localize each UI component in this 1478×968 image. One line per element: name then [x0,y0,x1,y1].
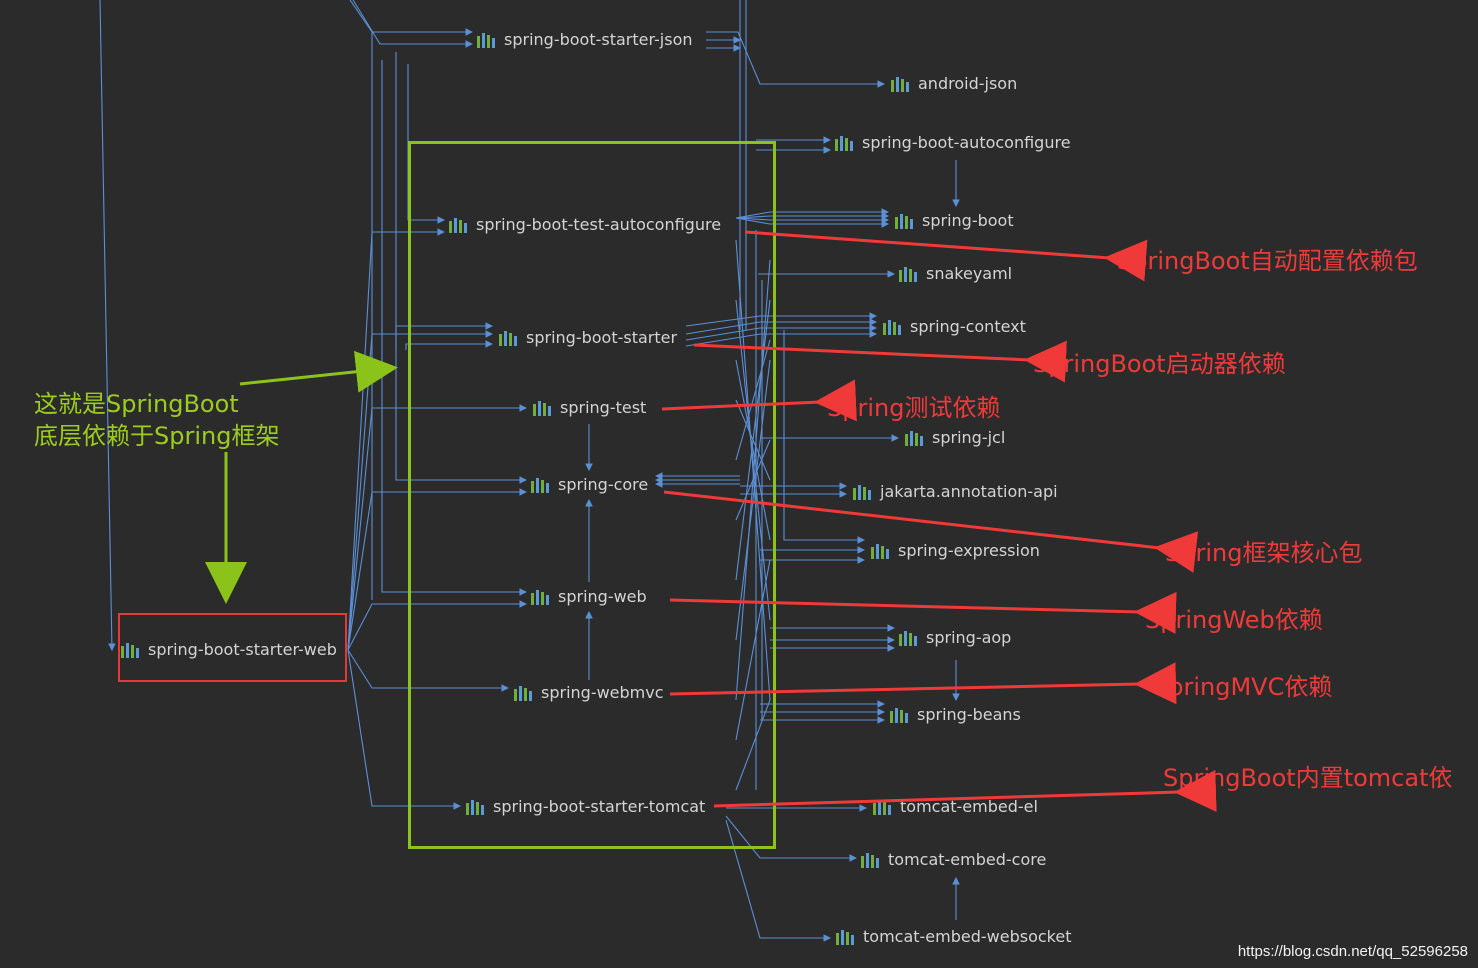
node-spring-web[interactable]: spring-web [530,587,647,606]
maven-library-icon [530,477,552,493]
node-spring-webmvc[interactable]: spring-webmvc [513,683,664,702]
maven-library-icon [834,135,856,151]
node-label: spring-beans [917,705,1021,724]
maven-library-icon [852,484,874,500]
spring-framework-highlight-box [408,141,776,849]
maven-library-icon [870,543,892,559]
arrow-mvc [669,662,1177,705]
maven-library-icon [898,630,920,646]
node-android-json[interactable]: android-json [890,74,1017,93]
node-spring-boot-starter-web[interactable]: spring-boot-starter-web [120,640,337,659]
arrow-starter [693,340,1067,383]
node-label: jakarta.annotation-api [880,482,1058,501]
node-snakeyaml[interactable]: snakeyaml [898,264,1012,283]
node-label: tomcat-embed-core [888,850,1047,869]
watermark: https://blog.csdn.net/qq_52596258 [1237,943,1468,960]
node-tomcat-embed-core[interactable]: tomcat-embed-core [860,850,1046,869]
node-label: spring-jcl [932,428,1006,447]
node-label: spring-boot-test-autoconfigure [476,215,722,234]
node-label: spring-boot-starter-tomcat [493,797,706,816]
annotation-autoconfigure: SpringBoot自动配置依赖包 [1117,247,1418,275]
node-label: spring-boot-autoconfigure [862,133,1071,152]
maven-library-icon [465,799,487,815]
maven-library-icon [532,400,554,416]
node-label: spring-web [558,587,647,606]
node-label: tomcat-embed-websocket [863,927,1072,946]
maven-library-icon [498,330,520,346]
node-spring-boot-starter-json[interactable]: spring-boot-starter-json [476,30,693,49]
node-spring-expression[interactable]: spring-expression [870,541,1040,560]
arrow-web [669,591,1177,634]
maven-library-icon [476,32,498,48]
maven-library-icon [835,929,857,945]
node-label: spring-boot [922,211,1014,230]
node-label: tomcat-embed-el [900,797,1038,816]
node-spring-core[interactable]: spring-core [530,475,648,494]
node-spring-jcl[interactable]: spring-jcl [904,428,1005,447]
node-spring-boot-starter-tomcat[interactable]: spring-boot-starter-tomcat [465,797,705,816]
annotation-green-line1: 这就是SpringBoot [34,390,239,418]
maven-library-icon [894,213,916,229]
node-spring-boot-starter[interactable]: spring-boot-starter [498,328,677,347]
node-label: spring-test [560,398,647,417]
node-label: spring-context [910,317,1026,336]
maven-library-icon [120,642,142,658]
maven-library-icon [889,707,911,723]
arrow-tomcat [713,769,1217,812]
annotation-green: 这就是SpringBoot 底层依赖于Spring框架 [34,388,279,452]
annotation-test: Spring测试依赖 [827,394,1001,422]
maven-library-icon [898,266,920,282]
node-label: spring-expression [898,541,1040,560]
maven-library-icon [872,799,894,815]
maven-library-icon [448,217,470,233]
node-spring-boot-autoconfigure[interactable]: spring-boot-autoconfigure [834,133,1071,152]
node-jakarta-annotation-api[interactable]: jakarta.annotation-api [852,482,1058,501]
node-spring-beans[interactable]: spring-beans [889,705,1021,724]
node-spring-boot-test-autoconfigure[interactable]: spring-boot-test-autoconfigure [448,215,721,234]
maven-library-icon [513,685,535,701]
maven-library-icon [904,430,926,446]
node-label: spring-webmvc [541,683,664,702]
node-label: spring-boot-starter [526,328,678,347]
starter-web-highlight-box [118,613,347,682]
node-tomcat-embed-websocket[interactable]: tomcat-embed-websocket [835,927,1071,946]
node-label: snakeyaml [926,264,1013,283]
arrow-core [663,490,1199,573]
annotation-mvc: SpringMVC依赖 [1153,673,1333,701]
maven-library-icon [882,319,904,335]
arrow-green-to-box [239,350,398,393]
node-label: spring-boot-starter-web [148,640,337,659]
annotation-starter: SpringBoot启动器依赖 [1033,350,1286,378]
node-tomcat-embed-el[interactable]: tomcat-embed-el [872,797,1038,816]
arrow-autoconfigure [744,230,1148,282]
node-spring-test[interactable]: spring-test [532,398,646,417]
annotation-web: SpringWeb依赖 [1145,606,1323,634]
node-spring-context[interactable]: spring-context [882,317,1026,336]
node-label: spring-core [558,475,649,494]
node-label: spring-boot-starter-json [504,30,693,49]
node-spring-boot[interactable]: spring-boot [894,211,1014,230]
node-spring-aop[interactable]: spring-aop [898,628,1011,647]
annotation-core: Spring框架核心包 [1165,539,1363,567]
annotation-green-line2: 底层依赖于Spring框架 [34,422,280,450]
annotation-tomcat: SpringBoot内置tomcat依 [1163,764,1453,792]
maven-library-icon [860,852,882,868]
arrow-test [661,379,857,422]
node-label: android-json [918,74,1018,93]
maven-library-icon [530,589,552,605]
maven-library-icon [890,76,912,92]
node-label: spring-aop [926,628,1012,647]
